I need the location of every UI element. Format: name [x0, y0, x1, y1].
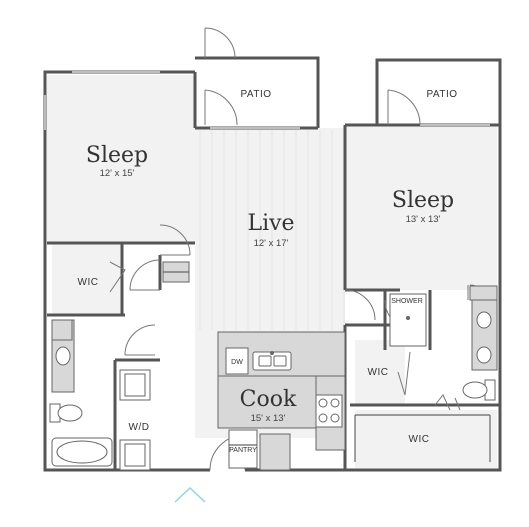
kitchen [217, 331, 346, 471]
label-patio-right: PATIO [426, 89, 457, 100]
room-name-sleep-left: Sleep [86, 143, 148, 168]
bath-left-fixtures [49, 319, 113, 467]
bath-right-fixtures [354, 285, 498, 462]
entry-marker-icon [174, 486, 206, 503]
room-name-sleep-right: Sleep [392, 188, 454, 213]
room-size-sleep-left: 12' x 15' [100, 168, 135, 179]
label-wd: W/D [129, 422, 150, 433]
label-pantry: PANTRY [229, 447, 257, 454]
room-size-sleep-right: 13' x 13' [406, 214, 441, 225]
label-dw: DW [231, 359, 243, 366]
room-size-live: 12' x 17' [254, 238, 289, 249]
room-size-cook: 15' x 13' [251, 413, 286, 424]
label-wic-center: WIC [368, 367, 389, 378]
room-name-live: Live [247, 211, 294, 236]
label-patio-left: PATIO [240, 89, 271, 100]
room-name-cook: Cook [240, 387, 297, 412]
label-shower: SHOWER [391, 298, 423, 305]
label-wic-bottom: WIC [409, 434, 430, 445]
label-wic-left: WIC [78, 277, 99, 288]
windows [44, 71, 490, 130]
laundry-fixtures [119, 261, 190, 471]
